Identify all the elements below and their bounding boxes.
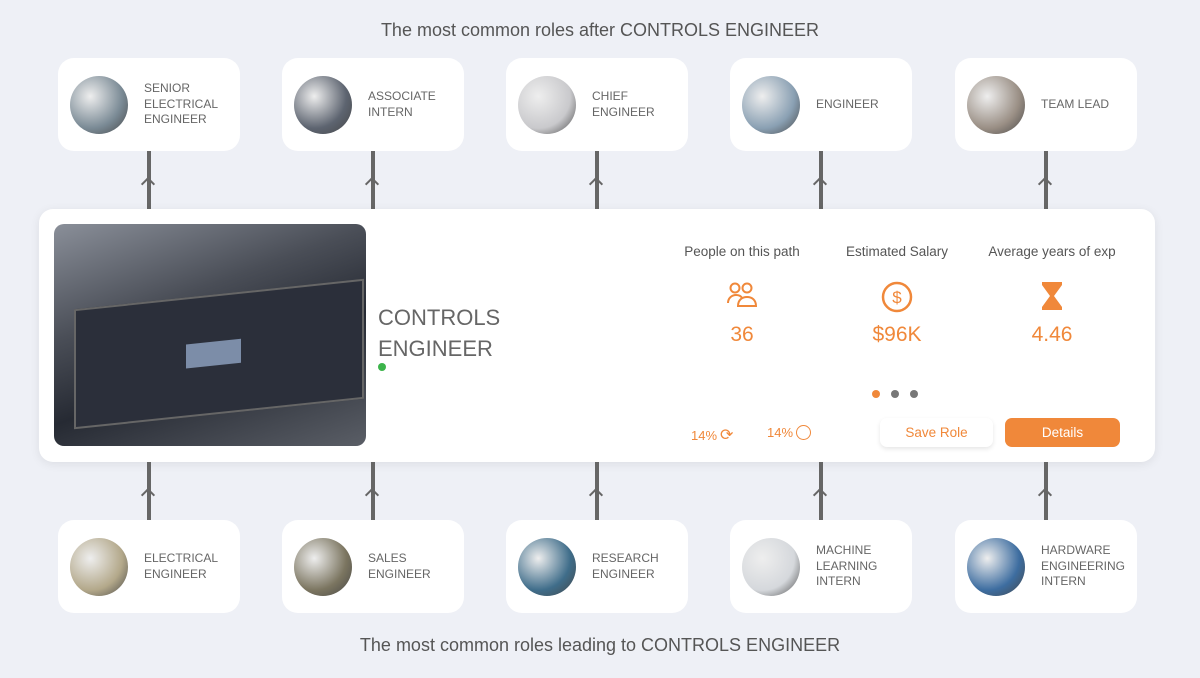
role-label: ELECTRICAL ENGINEER xyxy=(144,551,219,581)
role-avatar xyxy=(518,537,576,596)
dollar-icon: $ xyxy=(817,281,977,313)
pct-metric-1: 14%⟳ xyxy=(691,425,733,445)
role-card[interactable]: SENIOR ELECTRICAL ENGINEER xyxy=(58,58,240,151)
role-avatar xyxy=(70,537,128,596)
stat-salary: Estimated Salary $ $96K xyxy=(817,244,977,347)
arrow-up-connector xyxy=(1044,462,1048,520)
role-avatar xyxy=(967,75,1025,134)
arrow-up-connector xyxy=(371,151,375,209)
arrow-up-connector xyxy=(147,151,151,209)
arrow-up-connector xyxy=(819,462,823,520)
stat-value: $96K xyxy=(872,323,922,346)
role-card[interactable]: HARDWARE ENGINEERING INTERN xyxy=(955,520,1137,613)
refresh-icon: ⟳ xyxy=(720,427,734,444)
role-avatar xyxy=(967,537,1025,596)
carousel-dot[interactable] xyxy=(891,390,899,398)
role-card[interactable]: RESEARCH ENGINEER xyxy=(506,520,688,613)
stat-label: Average years of exp xyxy=(988,244,1116,259)
save-role-button[interactable]: Save Role xyxy=(880,418,993,447)
stat-value: 4.46 xyxy=(1031,323,1073,346)
arrow-up-connector xyxy=(595,462,599,520)
role-label: SENIOR ELECTRICAL ENGINEER xyxy=(144,81,219,127)
role-card[interactable]: ASSOCIATE INTERN xyxy=(282,58,464,151)
role-card[interactable]: ELECTRICAL ENGINEER xyxy=(58,520,240,613)
role-label: CHIEF ENGINEER xyxy=(592,89,655,119)
role-card[interactable]: MACHINE LEARNING INTERN xyxy=(730,520,912,613)
role-avatar xyxy=(294,537,352,596)
role-photo xyxy=(54,224,366,446)
role-avatar xyxy=(742,75,800,134)
role-label: HARDWARE ENGINEERING INTERN xyxy=(1041,543,1126,589)
role-card[interactable]: SALES ENGINEER xyxy=(282,520,464,613)
role-label: ENGINEER xyxy=(816,96,879,111)
pct-value: 14% xyxy=(767,425,794,440)
people-icon xyxy=(662,281,822,311)
svg-text:$: $ xyxy=(892,288,902,307)
arrow-up-connector xyxy=(819,151,823,209)
arrow-up-connector xyxy=(595,151,599,209)
carousel-dot-active[interactable] xyxy=(872,390,880,398)
arrow-up-connector xyxy=(371,462,375,520)
role-card[interactable]: CHIEF ENGINEER xyxy=(506,58,688,151)
role-card[interactable]: ENGINEER xyxy=(730,58,912,151)
pct-metric-2: 14% xyxy=(767,425,812,440)
details-button[interactable]: Details xyxy=(1005,418,1120,447)
circle-icon xyxy=(796,425,812,440)
arrow-up-connector xyxy=(147,462,151,520)
prev-roles-heading: The most common roles leading to CONTROL… xyxy=(359,635,841,655)
carousel-dot[interactable] xyxy=(910,390,918,398)
role-title: CONTROLS ENGINEER xyxy=(378,305,501,361)
arrow-up-connector xyxy=(1044,151,1048,209)
stat-label: People on this path xyxy=(684,244,800,259)
stat-label: Estimated Salary xyxy=(845,244,949,259)
next-roles-heading: The most common roles after CONTROLS ENG… xyxy=(380,20,820,40)
stat-people: People on this path 36 xyxy=(662,244,822,347)
role-label: RESEARCH ENGINEER xyxy=(592,551,659,581)
hourglass-icon xyxy=(972,281,1132,311)
pct-value: 14% xyxy=(691,427,718,443)
role-label: MACHINE LEARNING INTERN xyxy=(816,543,878,589)
stat-value: 36 xyxy=(730,323,754,346)
role-avatar xyxy=(518,75,576,134)
current-role-card: CONTROLS ENGINEER People on this path 36… xyxy=(39,209,1155,462)
status-dot xyxy=(378,363,386,371)
role-card[interactable]: TEAM LEAD xyxy=(955,58,1137,151)
role-avatar xyxy=(294,75,352,134)
stat-experience: Average years of exp 4.46 xyxy=(972,244,1132,347)
role-avatar xyxy=(70,75,128,134)
role-avatar xyxy=(742,537,800,596)
role-label: TEAM LEAD xyxy=(1041,96,1110,111)
role-label: SALES ENGINEER xyxy=(368,551,431,581)
role-label: ASSOCIATE INTERN xyxy=(368,89,436,119)
